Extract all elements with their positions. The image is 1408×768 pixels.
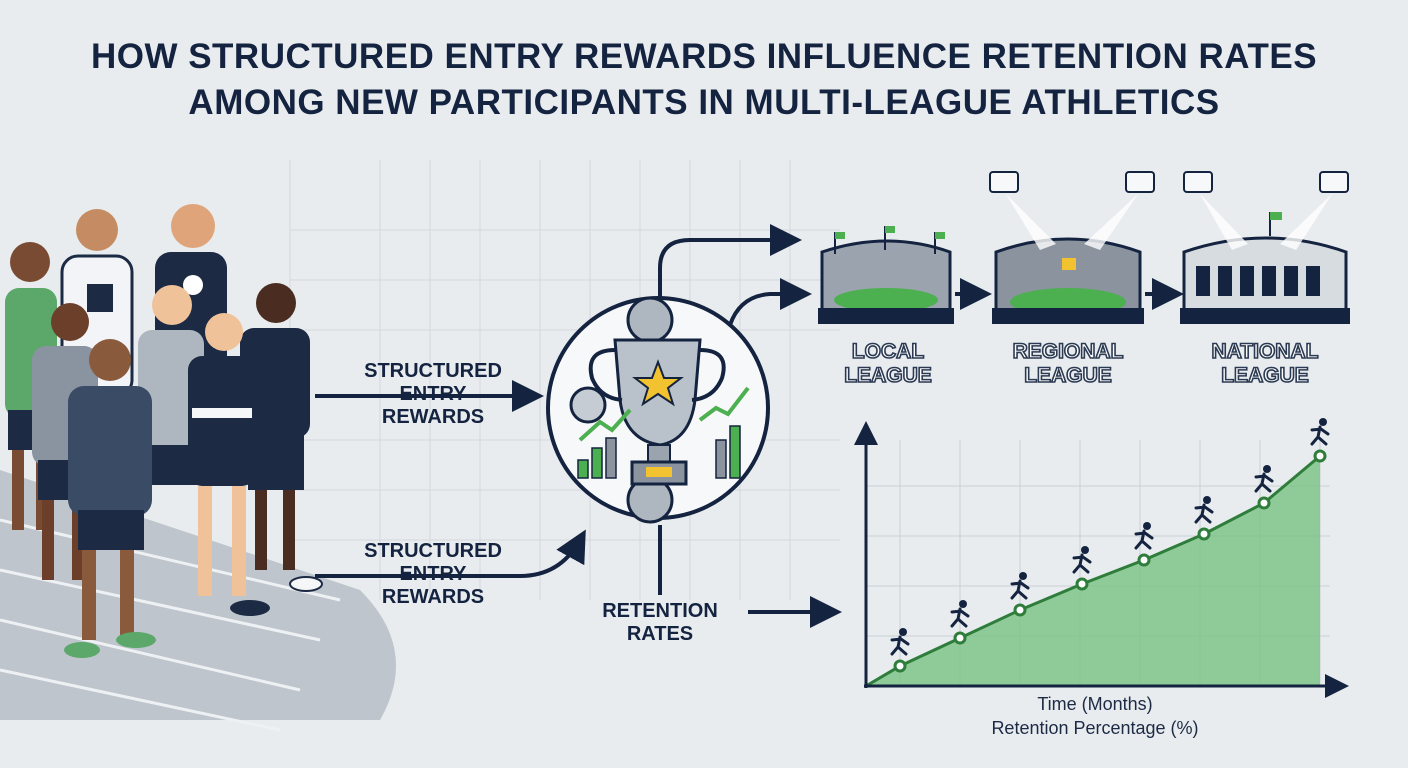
trophy-hub-icon bbox=[546, 296, 770, 524]
league-national-line-2: LEAGUE bbox=[1220, 363, 1309, 388]
league-label-national: NATIONAL LEAGUE bbox=[1180, 339, 1350, 388]
chart-point-8 bbox=[1313, 449, 1327, 463]
athlete-figures bbox=[5, 204, 323, 658]
rewards-bottom-line-3: REWARDS bbox=[381, 586, 485, 608]
chart-point-2 bbox=[953, 631, 967, 645]
chart-point-1 bbox=[893, 659, 907, 673]
runner-icon-2 bbox=[950, 600, 970, 628]
chart-y-label: Retention Percentage (%) bbox=[991, 718, 1199, 738]
league-local-line-2: LEAGUE bbox=[843, 363, 932, 388]
title-line-1: HOW STRUCTURED ENTRY REWARDS INFLUENCE R… bbox=[90, 37, 1318, 76]
retention-line-1: RETENTION bbox=[602, 600, 718, 622]
page-title: HOW STRUCTURED ENTRY REWARDS INFLUENCE R… bbox=[0, 34, 1408, 126]
league-regional-line-1: REGIONAL bbox=[1012, 339, 1124, 364]
runner-icon-5 bbox=[1134, 522, 1154, 550]
retention-line-2: RATES bbox=[626, 623, 694, 645]
growth-area bbox=[866, 456, 1320, 686]
chart-point-6 bbox=[1197, 527, 1211, 541]
rewards-top-line-3: REWARDS bbox=[381, 406, 485, 428]
chart-point-4 bbox=[1075, 577, 1089, 591]
rewards-top-line-1: STRUCTURED bbox=[364, 360, 502, 382]
regional-league-stadium-icon bbox=[989, 171, 1155, 324]
rewards-bottom-line-1: STRUCTURED bbox=[364, 540, 502, 562]
runner-icon-8 bbox=[1310, 418, 1330, 446]
runner-icon-4 bbox=[1072, 546, 1092, 574]
chart-point-5 bbox=[1137, 553, 1151, 567]
league-local-line-1: LOCAL bbox=[851, 339, 925, 364]
runner-icon-1 bbox=[890, 628, 910, 656]
chart-point-3 bbox=[1013, 603, 1027, 617]
league-label-regional: REGIONAL LEAGUE bbox=[990, 339, 1146, 388]
arrow-to-local-league-lower bbox=[728, 278, 812, 326]
arrow-rewards-bottom bbox=[315, 529, 586, 578]
national-league-stadium-icon bbox=[1180, 171, 1350, 324]
runner-icon-6 bbox=[1194, 496, 1214, 524]
chart-x-label: Time (Months) bbox=[1037, 694, 1153, 714]
arrow-to-local-league-upper bbox=[658, 224, 802, 300]
runner-icon-3 bbox=[1010, 572, 1030, 600]
league-national-line-1: NATIONAL bbox=[1211, 339, 1320, 364]
local-league-stadium-icon bbox=[818, 226, 954, 324]
retention-label: RETENTION RATES bbox=[580, 600, 740, 646]
league-label-local: LOCAL LEAGUE bbox=[820, 339, 956, 388]
runner-icon-7 bbox=[1254, 465, 1274, 493]
chart-point-7 bbox=[1257, 496, 1271, 510]
league-regional-line-2: LEAGUE bbox=[1023, 363, 1112, 388]
title-line-2: AMONG NEW PARTICIPANTS IN MULTI-LEAGUE A… bbox=[188, 83, 1220, 122]
